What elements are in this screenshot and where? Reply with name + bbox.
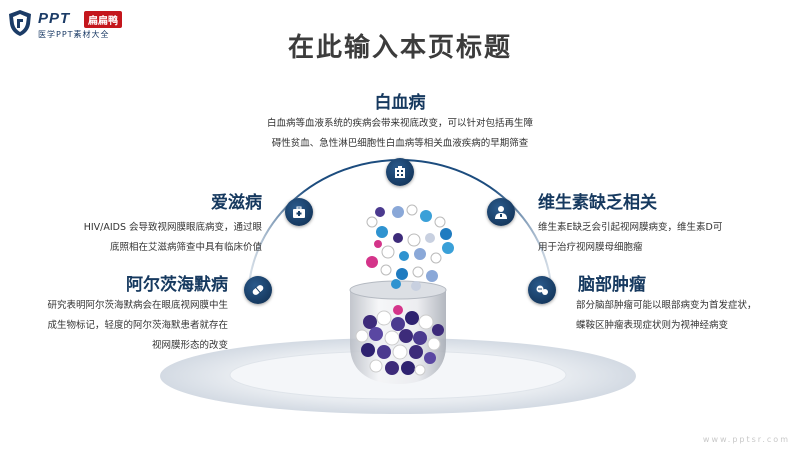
desc-line: 部分脑部肿瘤可能以眼部病变为首发症状， bbox=[576, 300, 757, 311]
heading-vitamin: 维生素缺乏相关 bbox=[538, 193, 657, 213]
desc-alzheimers: 研究表明阿尔茨海默病会在眼底视网膜中生 成生物标记，轻度的阿尔茨海默患者就存在 … bbox=[0, 296, 228, 356]
doctor-icon bbox=[487, 198, 515, 226]
floating-beads bbox=[366, 204, 454, 291]
page-title: 在此输入本页标题 bbox=[287, 33, 512, 63]
medical-kit-icon bbox=[285, 198, 313, 226]
desc-leukemia: 白血病等血液系统的疾病会带来视底改变，可以针对包括再生障 碍性贫血、急性淋巴细胞… bbox=[200, 114, 600, 154]
heading-leukemia: 白血病 bbox=[374, 93, 426, 113]
desc-aids: HIV/AIDS 会导致视网膜眼底病变，通过眼 底照相在艾滋病筛查中具有临床价值 bbox=[22, 218, 262, 258]
hospital-building-icon bbox=[386, 158, 414, 186]
brand-logo: PPT 扁扁鸭 医学PPT素材大全 bbox=[8, 8, 158, 42]
heading-alzheimers: 阿尔茨海默病 bbox=[126, 275, 228, 295]
desc-brain-tumor: 部分脑部肿瘤可能以眼部病变为首发症状， 蝶鞍区肿瘤表现症状则为视神经病变 bbox=[576, 296, 794, 336]
pills-icon bbox=[528, 276, 556, 304]
desc-line: 碍性贫血、急性淋巴细胞性白血病等相关血液疾病的早期筛查 bbox=[271, 138, 529, 149]
desc-line: 白血病等血液系统的疾病会带来视底改变，可以针对包括再生障 bbox=[266, 118, 533, 129]
watermark: www.pptsr.com bbox=[702, 435, 790, 444]
logo-brand-text: PPT bbox=[38, 10, 71, 27]
capsule-icon bbox=[244, 276, 272, 304]
heading-aids: 爱滋病 bbox=[211, 193, 262, 213]
desc-line: 视网膜形态的改变 bbox=[151, 340, 228, 351]
shield-logo-icon bbox=[9, 10, 31, 36]
desc-line: 用于治疗视网膜母细胞瘤 bbox=[538, 242, 643, 253]
desc-line: 底照相在艾滋病筛查中具有临床价值 bbox=[109, 242, 262, 253]
desc-vitamin: 维生素E缺乏会引起视网膜病变，维生素D可 用于治疗视网膜母细胞瘤 bbox=[538, 218, 778, 258]
desc-line: 维生素E缺乏会引起视网膜病变，维生素D可 bbox=[538, 222, 723, 233]
logo-subtitle: 医学PPT素材大全 bbox=[38, 30, 110, 39]
desc-line: HIV/AIDS 会导致视网膜眼底病变，通过眼 bbox=[83, 222, 262, 233]
logo-badge: 扁扁鸭 bbox=[84, 11, 122, 28]
desc-line: 成生物标记，轻度的阿尔茨海默患者就存在 bbox=[47, 320, 228, 331]
heading-brain-tumor: 脑部肿瘤 bbox=[578, 275, 646, 295]
desc-line: 研究表明阿尔茨海默病会在眼底视网膜中生 bbox=[47, 300, 228, 311]
desc-line: 蝶鞍区肿瘤表现症状则为视神经病变 bbox=[576, 320, 729, 331]
capsule-beads bbox=[355, 305, 444, 376]
